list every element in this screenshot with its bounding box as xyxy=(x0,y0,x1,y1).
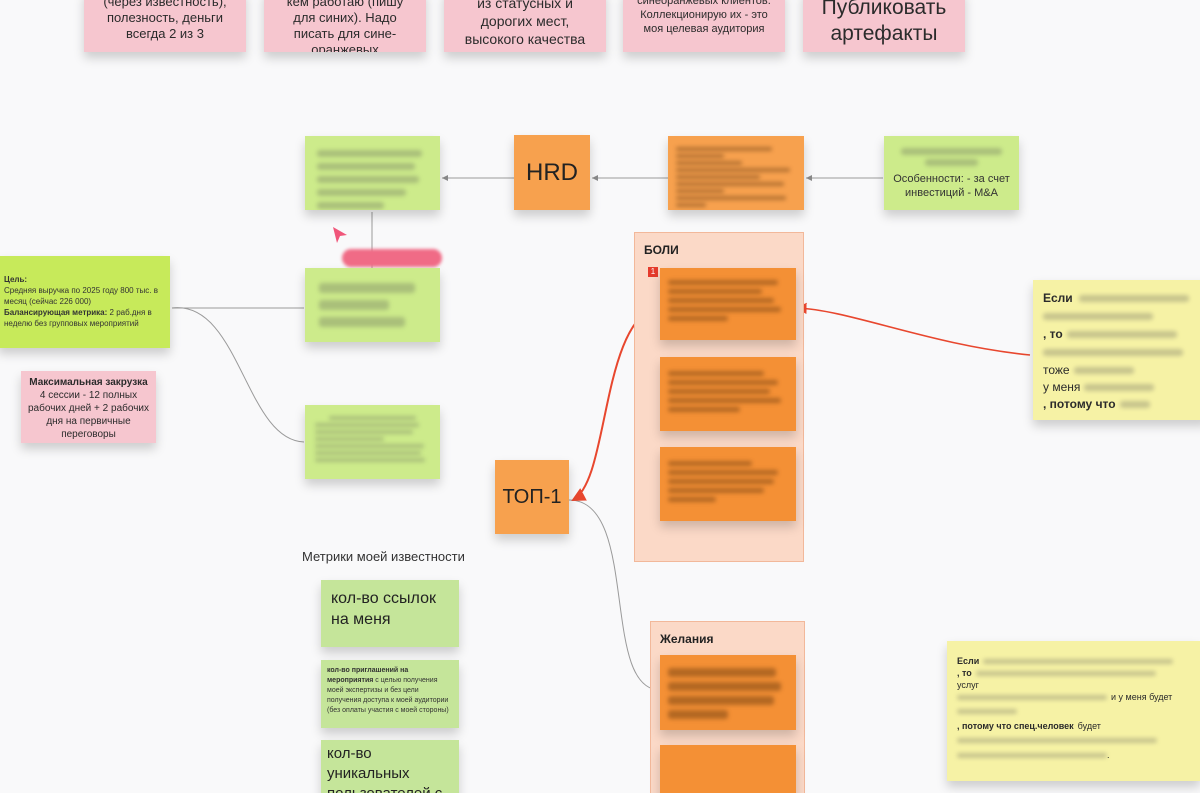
metric-invites-title: кол-во приглашений на мероприятия xyxy=(327,667,409,684)
right-top-lead: Если xyxy=(1043,291,1073,305)
pains-title: БОЛИ xyxy=(644,243,679,257)
max-load-text: 4 сессии - 12 полных рабочих дней + 2 ра… xyxy=(28,390,149,440)
hrd-label: HRD xyxy=(526,158,578,186)
right-bottom-line2: , то xyxy=(957,667,1190,679)
right-bottom-then: , то xyxy=(957,668,972,678)
right-top-also: тоже xyxy=(1043,363,1070,377)
top1-label: ТОП-1 xyxy=(502,485,562,508)
metric-link-count-text: кол-во ссылок на меня xyxy=(331,590,436,628)
right-bottom-line8: . xyxy=(957,749,1190,761)
top-note-5-text: Публиковать артефакты xyxy=(821,0,947,45)
top-note-4-text: синеоранжевых клиентов. Коллекционирую и… xyxy=(637,0,771,35)
right-top-mine: у меня xyxy=(1043,380,1081,394)
right-bottom-will: будет xyxy=(1077,721,1101,731)
right-top-line6: у меня xyxy=(1043,379,1198,396)
goal-note[interactable]: Цель: Средняя выручка по 2025 году 800 т… xyxy=(0,256,170,348)
max-load-note[interactable]: Максимальная закрузка 4 сессии - 12 полн… xyxy=(21,371,156,443)
connector-right-to-pains xyxy=(795,302,1031,356)
metric-link-count-note[interactable]: кол-во ссылок на меня xyxy=(321,580,459,647)
top-note-2-text: кем работаю (пишу для синих). Надо писат… xyxy=(286,0,404,52)
hrd-note[interactable]: HRD xyxy=(514,135,590,210)
max-load-title: Максимальная закрузка xyxy=(29,377,148,388)
top-note-1[interactable]: (через известность), полезность, деньги … xyxy=(84,0,246,52)
right-top-line3: , то xyxy=(1043,326,1198,343)
top1-note[interactable]: ТОП-1 xyxy=(495,460,569,534)
connector-goal-to-admin xyxy=(171,307,305,443)
metric-invites: кол-во приглашений на мероприятия с цель… xyxy=(327,666,453,716)
right-bottom-lead: Если xyxy=(957,656,980,666)
right-bottom-line1: Если xyxy=(957,655,1190,667)
pain-note-1[interactable] xyxy=(660,268,796,340)
right-bottom-line6: , потому что спец.человек будет xyxy=(957,720,1190,732)
pain-note-3[interactable] xyxy=(660,447,796,521)
metric-invites-note[interactable]: кол-во приглашений на мероприятия с цель… xyxy=(321,660,459,728)
admin-costs-note[interactable] xyxy=(305,405,440,479)
balance-metric: Балансирующая метрика: 2 раб.дня в недел… xyxy=(4,307,164,329)
wishes-title: Желания xyxy=(660,632,714,646)
right-bottom-dot: . xyxy=(1107,750,1110,760)
goal-title: Цель: xyxy=(4,275,28,284)
fame-metrics-heading: Метрики моей известности xyxy=(302,549,465,564)
metric-unique-users-text: кол-во уникальных пользователей с сайта xyxy=(327,745,442,793)
right-top-then: , то xyxy=(1043,327,1063,341)
right-note-top[interactable]: Если , то тоже у меня , потому что xyxy=(1033,280,1200,420)
right-bottom-because: , потому что спец.человек xyxy=(957,721,1074,731)
balance-metric-text: 2 раб.дня в неделю без групповых меропри… xyxy=(4,308,152,328)
top-note-3[interactable]: из статусных и дорогих мест, высокого ка… xyxy=(444,0,606,52)
pain-note-2[interactable] xyxy=(660,357,796,431)
top-note-3-text: из статусных и дорогих мест, высокого ка… xyxy=(464,0,586,47)
right-note-bottom[interactable]: Если , то услуг и у меня будет , потому … xyxy=(947,641,1200,781)
right-top-line7: , потому что xyxy=(1043,396,1198,413)
right-bottom-and: и у меня будет xyxy=(1111,692,1173,702)
green-note-salary[interactable] xyxy=(305,136,440,210)
goal-text: Средняя выручка по 2025 году 800 тыс. в … xyxy=(4,286,158,306)
metric-unique-users-note[interactable]: кол-во уникальных пользователей с сайта xyxy=(321,740,459,793)
right-bottom-line4: и у меня будет xyxy=(957,691,1190,703)
fast-growing-companies-note[interactable]: Особенности: - за счет инвестиций - M&A xyxy=(884,136,1019,210)
wish-note-1[interactable] xyxy=(660,655,796,730)
right-top-because: , потому что xyxy=(1043,397,1116,411)
collaborator-cursor xyxy=(332,226,348,249)
metric-invites-text: с целью получения моей экспертизы и без … xyxy=(327,677,449,714)
top-note-2[interactable]: кем работаю (пишу для синих). Надо писат… xyxy=(264,0,426,52)
collaborator-name-tag xyxy=(342,249,442,267)
conversion-note[interactable] xyxy=(305,268,440,342)
top-note-5[interactable]: Публиковать артефакты xyxy=(803,0,965,52)
balance-metric-title: Балансирующая метрика: xyxy=(4,308,108,317)
right-top-line1: Если xyxy=(1043,290,1198,307)
pains-badge[interactable]: 1 xyxy=(648,267,658,277)
right-bottom-services: услуг xyxy=(957,680,979,690)
top-note-1-text: (через известность), полезность, деньги … xyxy=(103,0,227,41)
fast-growing-text: Особенности: - за счет инвестиций - M&A xyxy=(893,173,1010,199)
right-top-line5: тоже xyxy=(1043,362,1198,379)
wish-note-2[interactable] xyxy=(660,745,796,793)
orange-note-hr-details[interactable] xyxy=(668,136,804,210)
top-note-4[interactable]: синеоранжевых клиентов. Коллекционирую и… xyxy=(623,0,785,52)
